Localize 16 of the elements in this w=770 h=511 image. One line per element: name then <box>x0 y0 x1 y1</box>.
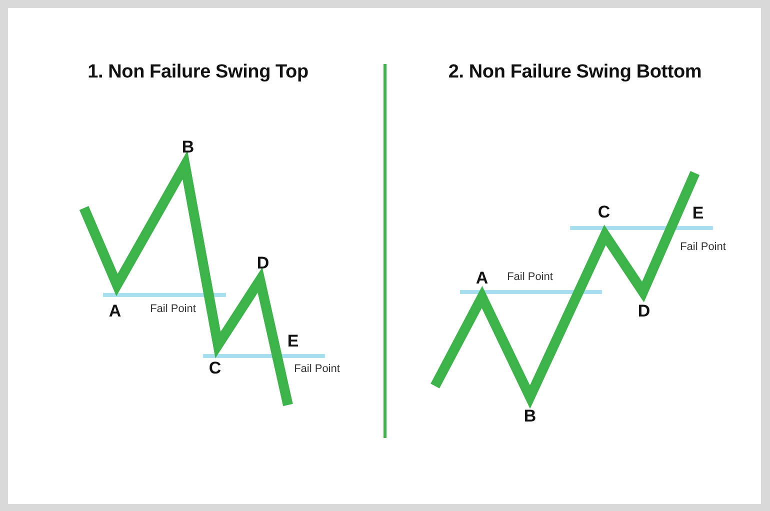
point-label: E <box>692 204 704 224</box>
point-label: A <box>476 270 488 288</box>
point-label: B <box>182 138 194 158</box>
panel-title: 2. Non Failure Swing Bottom <box>448 62 702 84</box>
point-label: E <box>287 332 299 352</box>
panel-title: 1. Non Failure Swing Top <box>88 62 308 84</box>
point-label: C <box>598 204 610 222</box>
point-label: B <box>524 408 536 426</box>
fail-point-label: Fail Point <box>294 362 340 376</box>
point-label: D <box>638 302 650 322</box>
fail-point-label: Fail Point <box>150 302 196 316</box>
point-label: D <box>256 254 270 274</box>
point-label: A <box>108 302 122 322</box>
fail-point-label: Fail Point <box>507 270 553 284</box>
point-label: C <box>208 360 222 378</box>
fail-point-label: Fail Point <box>680 240 726 254</box>
